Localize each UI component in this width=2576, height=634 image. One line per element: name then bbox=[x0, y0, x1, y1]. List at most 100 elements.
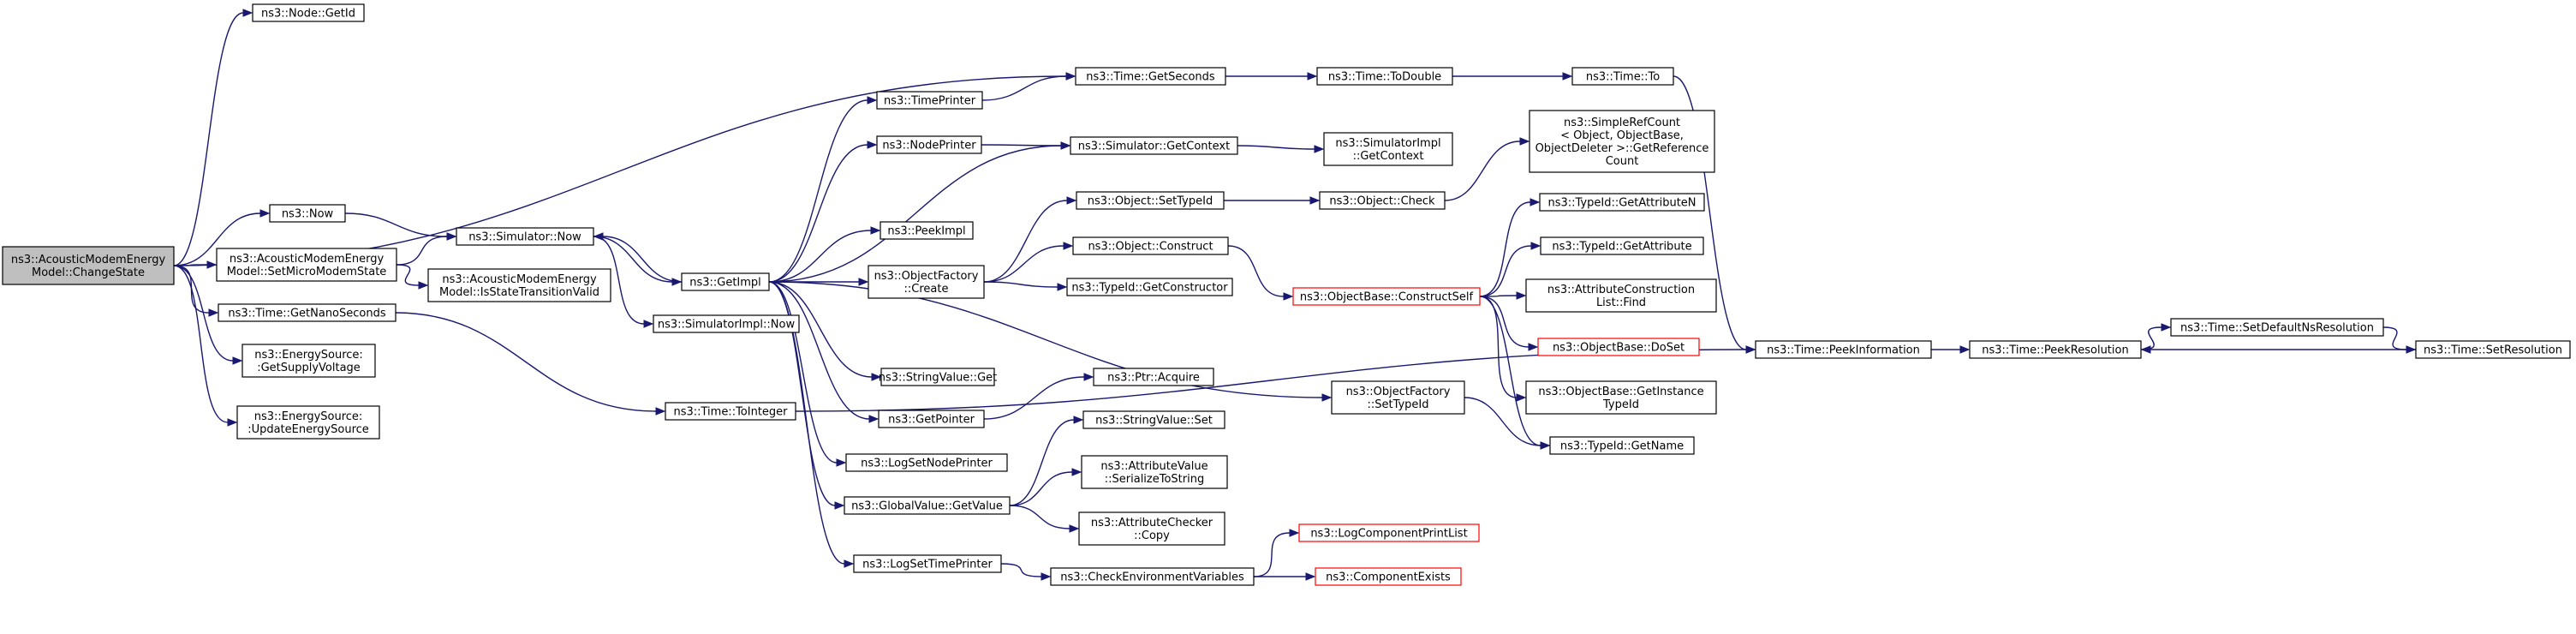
node-box bbox=[252, 3, 365, 22]
node-getnanoseconds[interactable]: ns3::Time::GetNanoSeconds bbox=[218, 303, 397, 322]
edge-root-to-getsupplyvoltage bbox=[173, 265, 243, 365]
node-simimpl-getcontext[interactable]: ns3::SimulatorImpl::GetContext bbox=[1323, 132, 1453, 166]
node-label: ns3::Ptr::Acquire bbox=[1107, 372, 1200, 385]
node-label: ns3::ObjectBase::GetInstance bbox=[1538, 386, 1703, 398]
node-stringvalue-set[interactable]: ns3::StringValue::Set bbox=[1082, 410, 1225, 429]
node-label: ::GetContext bbox=[1353, 150, 1424, 163]
edge-objfactory-create-to-getconstructor bbox=[983, 281, 1068, 291]
edge-globalvalue-get-to-attrchecker-copy bbox=[1009, 505, 1080, 533]
node-label: ns3::Time::ToInteger bbox=[673, 406, 788, 419]
node-root[interactable]: ns3::AcousticModemEnergyModel::ChangeSta… bbox=[2, 246, 175, 285]
node-peekinformation[interactable]: ns3::Time::PeekInformation bbox=[1755, 340, 1932, 359]
node-setdefaultnsres[interactable]: ns3::Time::SetDefaultNsResolution bbox=[2170, 318, 2384, 337]
node-simimpl-now[interactable]: ns3::SimulatorImpl::Now bbox=[653, 314, 800, 333]
node-box bbox=[1292, 287, 1481, 306]
node-getname[interactable]: ns3::TypeId::GetName bbox=[1549, 436, 1695, 455]
node-serializetostring[interactable]: ns3::AttributeValue::SerializeToString bbox=[1081, 455, 1228, 489]
node-globalvalue-get[interactable]: ns3::GlobalValue::GetValue bbox=[844, 496, 1011, 515]
node-ptr-acquire[interactable]: ns3::Ptr::Acquire bbox=[1093, 368, 1214, 386]
node-construct[interactable]: ns3::Object::Construct bbox=[1072, 236, 1229, 255]
edge-getimpl-to-objfactory-settypeid bbox=[768, 281, 1333, 402]
node-label: ns3::LogComponentPrintList bbox=[1310, 528, 1467, 541]
node-label: ns3::StringValue::Get bbox=[879, 372, 997, 385]
node-label: ns3::Time::GetNanoSeconds bbox=[228, 308, 386, 320]
edge-nodeprinter-to-getcontext bbox=[981, 141, 1071, 150]
node-simplerefcount[interactable]: ns3::SimpleRefCount< Object, ObjectBase,… bbox=[1529, 110, 1715, 173]
node-setresolution[interactable]: ns3::Time::SetResolution bbox=[2415, 340, 2571, 359]
node-lognodeprinter[interactable]: ns3::LogSetNodePrinter bbox=[845, 453, 1008, 472]
node-box bbox=[876, 91, 983, 110]
edge-getimpl-to-getcontext bbox=[768, 141, 1071, 283]
edge-getpointer-to-ptr-acquire bbox=[983, 373, 1094, 420]
edge-objfactory-create-to-settypeid bbox=[983, 196, 1077, 283]
node-constructself[interactable]: ns3::ObjectBase::ConstructSelf bbox=[1292, 287, 1481, 306]
node-getseconds[interactable]: ns3::Time::GetSeconds bbox=[1075, 67, 1226, 86]
node-todouble[interactable]: ns3::Time::ToDouble bbox=[1316, 67, 1453, 86]
node-peekresolution[interactable]: ns3::Time::PeekResolution bbox=[1969, 340, 2142, 359]
edge-getseconds-to-todouble bbox=[1225, 72, 1318, 81]
node-componentexists[interactable]: ns3::ComponentExists bbox=[1315, 567, 1462, 586]
node-getimpl[interactable]: ns3::GetImpl bbox=[681, 272, 770, 291]
node-label: ns3::TimePrinter bbox=[884, 95, 976, 108]
node-attrchecker-copy[interactable]: ns3::AttributeChecker::Copy bbox=[1078, 511, 1225, 546]
node-getattributen[interactable]: ns3::TypeId::GetAttributeN bbox=[1539, 193, 1705, 212]
node-getsupplyvoltage[interactable]: ns3::EnergySource::GetSupplyVoltage bbox=[242, 344, 376, 378]
node-stringvalue-get[interactable]: ns3::StringValue::Get bbox=[879, 368, 997, 386]
node-label: ns3::Time::PeekResolution bbox=[1982, 344, 2128, 357]
node-isvalid[interactable]: ns3::AcousticModemEnergyModel::IsStateTr… bbox=[427, 268, 611, 302]
node-box bbox=[1529, 110, 1715, 173]
node-box bbox=[1539, 193, 1705, 212]
node-logsettimeprinter[interactable]: ns3::LogSetTimePrinter bbox=[853, 554, 1002, 573]
node-label: ns3::ComponentExists bbox=[1326, 571, 1451, 584]
node-label: ns3::TypeId::GetAttributeN bbox=[1547, 197, 1696, 210]
node-checkenv[interactable]: ns3::CheckEnvironmentVariables bbox=[1050, 567, 1255, 586]
node-box bbox=[681, 272, 770, 291]
node-toninteger[interactable]: ns3::Time::ToInteger bbox=[665, 402, 796, 421]
edge-getcontext-to-simimpl-getcontext bbox=[1237, 145, 1325, 153]
node-label: ns3::Time::GetSeconds bbox=[1086, 71, 1215, 84]
edge-getimpl-to-nodeprinter bbox=[768, 141, 878, 283]
node-doset[interactable]: ns3::ObjectBase::DoSet bbox=[1537, 338, 1700, 356]
node-peekimpl[interactable]: ns3::PeekImpl bbox=[880, 221, 974, 240]
node-label: ::Copy bbox=[1134, 529, 1170, 542]
node-getconstructor[interactable]: ns3::TypeId::GetConstructor bbox=[1066, 278, 1233, 296]
node-box bbox=[1081, 455, 1228, 489]
node-nodeprinter[interactable]: ns3::NodePrinter bbox=[876, 135, 982, 154]
edge-root-to-now bbox=[173, 209, 271, 266]
edge-construct-to-constructself bbox=[1227, 245, 1294, 301]
node-now[interactable]: ns3::Now bbox=[269, 204, 346, 223]
node-box bbox=[1075, 67, 1226, 86]
node-box bbox=[1316, 67, 1453, 86]
node-check[interactable]: ns3::Object::Check bbox=[1319, 191, 1446, 210]
edge-objfactory-create-to-construct bbox=[983, 242, 1074, 283]
node-getattribute[interactable]: ns3::TypeId::GetAttribute bbox=[1540, 236, 1704, 255]
edge-todouble-to-to bbox=[1452, 72, 1573, 81]
node-getcontext[interactable]: ns3::Simulator::GetContext bbox=[1070, 136, 1238, 155]
node-logcomponentprintlist[interactable]: ns3::LogComponentPrintList bbox=[1298, 523, 1480, 542]
node-box bbox=[880, 221, 974, 240]
node-box bbox=[1078, 511, 1225, 546]
node-settypeid[interactable]: ns3::Object::SetTypeId bbox=[1076, 191, 1225, 210]
node-objfactory-settypeid[interactable]: ns3::ObjectFactory::SetTypeId bbox=[1331, 380, 1465, 415]
node-box bbox=[1315, 567, 1462, 586]
call-graph-nodes: ns3::AcousticModemEnergyModel::ChangeSta… bbox=[2, 3, 2571, 586]
node-updateenergy[interactable]: ns3::EnergySource::UpdateEnergySource bbox=[236, 405, 380, 440]
node-getpointer[interactable]: ns3::GetPointer bbox=[878, 410, 985, 428]
node-objfactory-create[interactable]: ns3::ObjectFactory::Create bbox=[868, 265, 985, 299]
node-getid[interactable]: ns3::Node::GetId bbox=[252, 3, 365, 22]
node-label: Count bbox=[1606, 155, 1639, 168]
node-to[interactable]: ns3::Time::To bbox=[1571, 67, 1674, 86]
node-setmicro[interactable]: ns3::AcousticModemEnergyModel::SetMicroM… bbox=[216, 248, 397, 282]
node-box bbox=[1755, 340, 1932, 359]
edge-getimpl-to-logsettimeprinter bbox=[768, 281, 855, 568]
node-label: ns3::ObjectFactory bbox=[1346, 386, 1451, 398]
edge-root-to-setmicro bbox=[173, 260, 218, 269]
edge-setmicro-to-isvalid bbox=[396, 264, 429, 290]
edge-check-to-simplerefcount bbox=[1444, 137, 1530, 201]
node-box bbox=[1549, 436, 1695, 455]
node-timeprinter[interactable]: ns3::TimePrinter bbox=[876, 91, 983, 110]
node-sim-now[interactable]: ns3::Simulator::Now bbox=[456, 227, 594, 246]
node-label: ns3::TypeId::GetName bbox=[1560, 440, 1684, 453]
